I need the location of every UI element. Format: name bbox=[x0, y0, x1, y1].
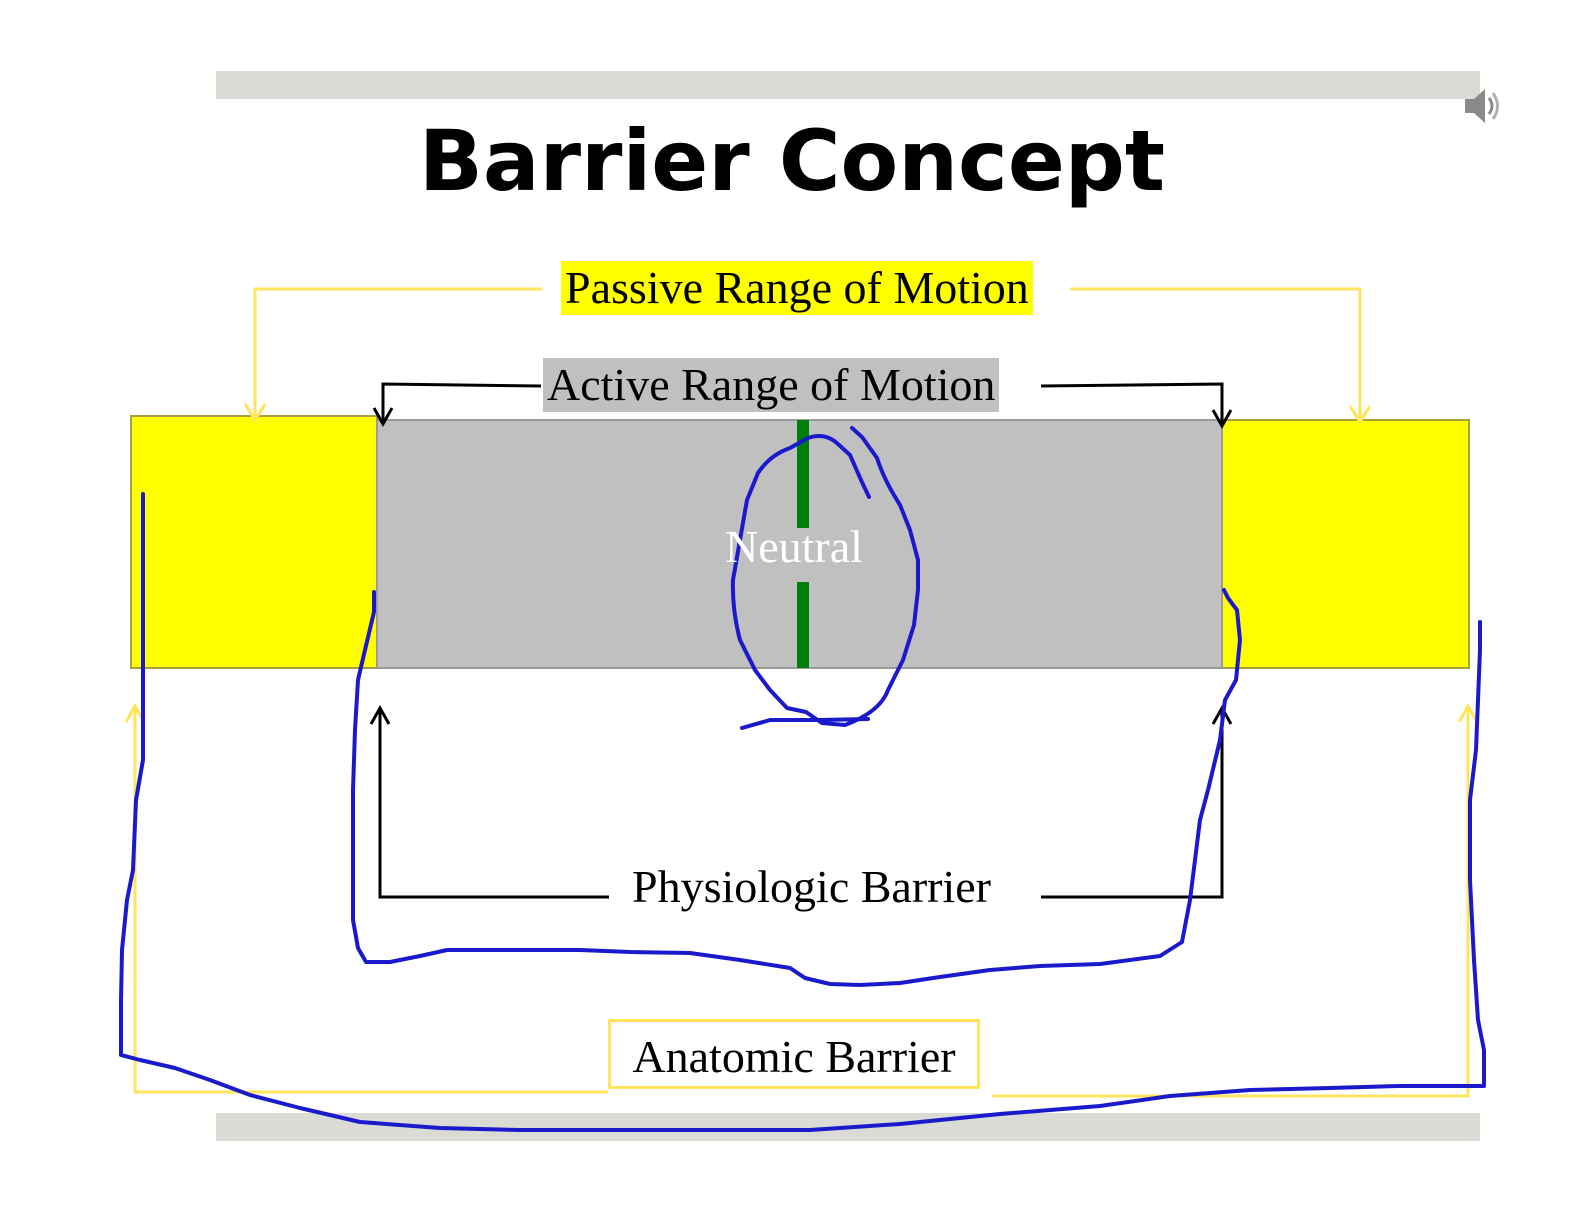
active-range-label: Active Range of Motion bbox=[543, 358, 1000, 412]
neutral-circle-annotation bbox=[730, 426, 920, 727]
hand-annotations bbox=[119, 426, 1486, 1132]
physiologic-loop-annotation bbox=[351, 588, 1242, 987]
active-bracket bbox=[372, 382, 1233, 430]
physiologic-barrier-label: Physiologic Barrier bbox=[632, 861, 991, 912]
anatomic-barrier-label: Anatomic Barrier bbox=[608, 1019, 980, 1089]
neutral-label: Neutral bbox=[725, 521, 863, 572]
physiologic-bracket bbox=[369, 704, 1233, 899]
neutral-line-upper bbox=[797, 420, 809, 528]
speaker-icon[interactable] bbox=[1463, 86, 1503, 126]
passive-zone-right bbox=[1221, 419, 1470, 669]
slide-title: Barrier Concept bbox=[418, 112, 1166, 210]
passive-range-label: Passive Range of Motion bbox=[561, 261, 1033, 315]
passive-bracket bbox=[243, 287, 1372, 425]
anatomic-loop-annotation bbox=[119, 492, 1486, 1132]
neutral-underline-annotation bbox=[740, 717, 870, 730]
top-frame-bar bbox=[216, 71, 1480, 99]
neutral-line-lower bbox=[797, 582, 809, 668]
passive-zone-left bbox=[130, 415, 378, 669]
